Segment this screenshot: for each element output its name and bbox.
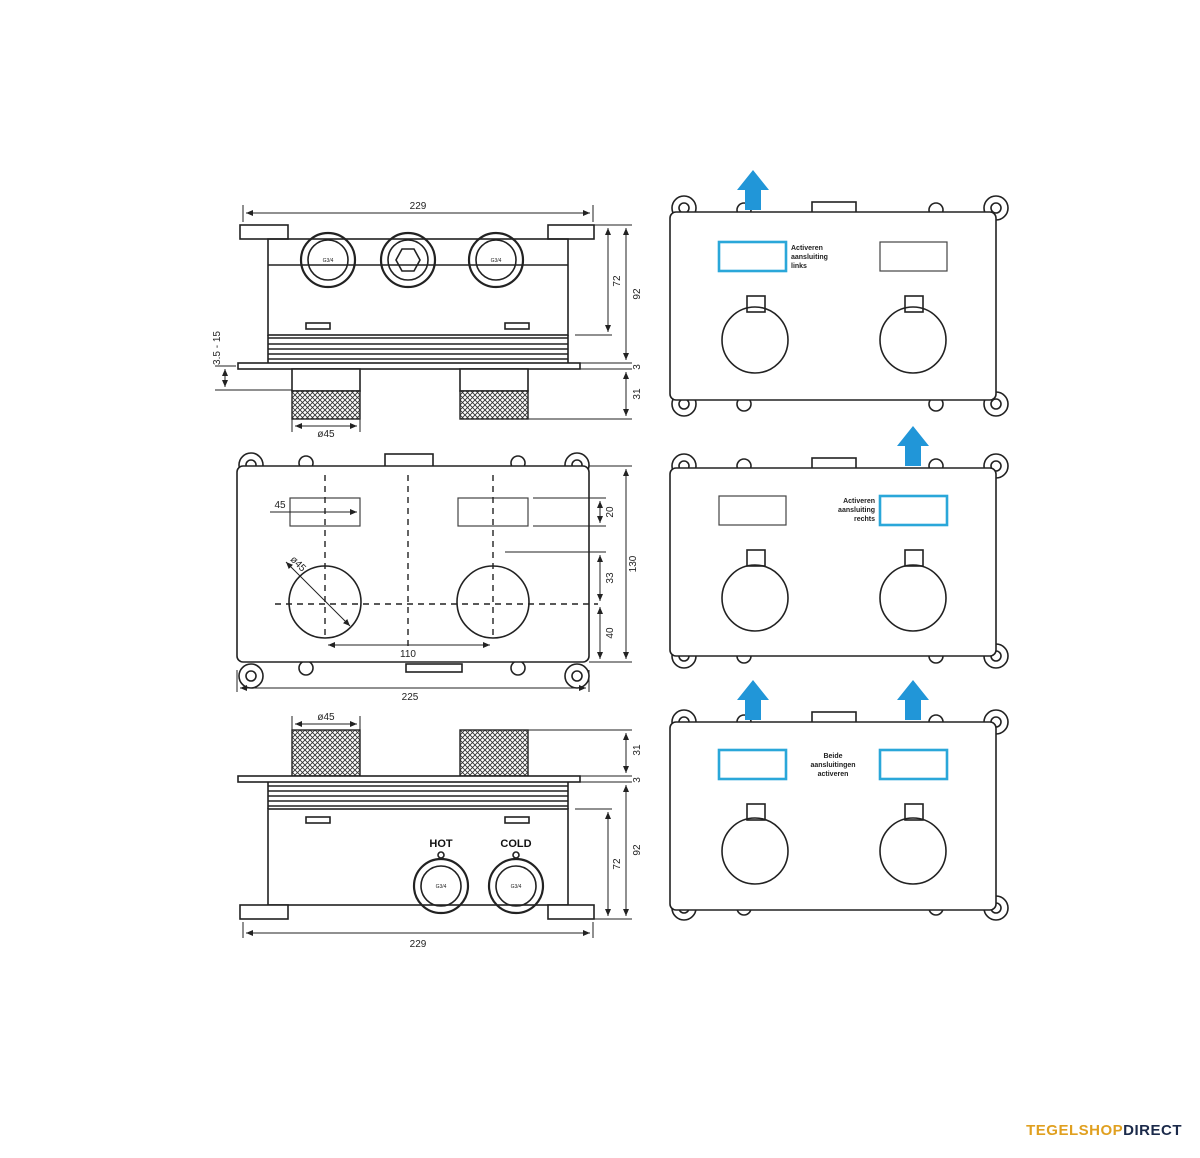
dim-bottom-92: 92 xyxy=(632,844,643,856)
arrow-up-icon xyxy=(897,680,929,720)
dim-top-width: 229 xyxy=(410,201,427,212)
note-left-1: Activeren xyxy=(791,245,823,252)
dim-front-130: 130 xyxy=(628,555,639,572)
dim-bottom-dia: ø45 xyxy=(317,712,335,723)
port-label: G3/4 xyxy=(491,258,502,264)
dim-top-dia: ø45 xyxy=(317,429,335,440)
activation-left-panel: Activeren aansluiting links xyxy=(669,170,1009,417)
port-label: G3/4 xyxy=(436,884,447,890)
top-view: 229 G3/4 G3/4 xyxy=(212,201,643,440)
dim-bottom-72: 72 xyxy=(612,858,623,870)
arrow-up-icon xyxy=(897,426,929,466)
dim-top-adjust: 3.5 - 15 xyxy=(212,331,223,365)
port-label: G3/4 xyxy=(323,258,334,264)
note-left-3: links xyxy=(791,263,807,270)
dim-front-225: 225 xyxy=(402,692,419,703)
dim-bottom-3: 3 xyxy=(632,777,643,783)
dim-bottom-width: 229 xyxy=(410,939,427,950)
dim-bottom-31: 31 xyxy=(632,744,643,756)
dim-top-72: 72 xyxy=(612,275,623,287)
note-right-2: aansluiting xyxy=(838,507,875,514)
brand-part2: DIRECT xyxy=(1123,1122,1182,1139)
note-both-2: aansluitingen xyxy=(810,762,855,769)
label-hot: HOT xyxy=(429,838,453,850)
dim-front-33: 33 xyxy=(605,572,616,584)
dim-front-40: 40 xyxy=(605,627,616,639)
front-view: 45 ø45 110 225 20 33 40 130 xyxy=(236,452,639,703)
activation-both-panel: Beide aansluitingen activeren xyxy=(669,680,1009,921)
note-left-2: aansluiting xyxy=(791,254,828,261)
brand-part1: TEGELSHOP xyxy=(1026,1122,1124,1139)
port-label: G3/4 xyxy=(511,884,522,890)
dim-front-20: 20 xyxy=(605,506,616,518)
dim-front-110: 110 xyxy=(400,649,416,660)
dim-top-31: 31 xyxy=(632,388,643,400)
activation-right-panel: Activeren aansluiting rechts xyxy=(669,426,1009,669)
brand-logo: TEGELSHOPDIRECT xyxy=(1026,1122,1182,1139)
label-cold: COLD xyxy=(500,838,531,850)
arrow-up-icon xyxy=(737,680,769,720)
dim-top-3: 3 xyxy=(632,364,643,370)
note-right-1: Activeren xyxy=(843,498,875,505)
dim-top-92: 92 xyxy=(632,288,643,300)
bottom-view: ø45 HOT COLD G3/4 G3/4 22 xyxy=(237,712,643,950)
arrow-up-icon xyxy=(737,170,769,210)
note-both-1: Beide xyxy=(823,753,842,760)
note-both-3: activeren xyxy=(818,771,849,778)
dim-front-45: 45 xyxy=(274,500,286,511)
note-right-3: rechts xyxy=(854,516,875,523)
